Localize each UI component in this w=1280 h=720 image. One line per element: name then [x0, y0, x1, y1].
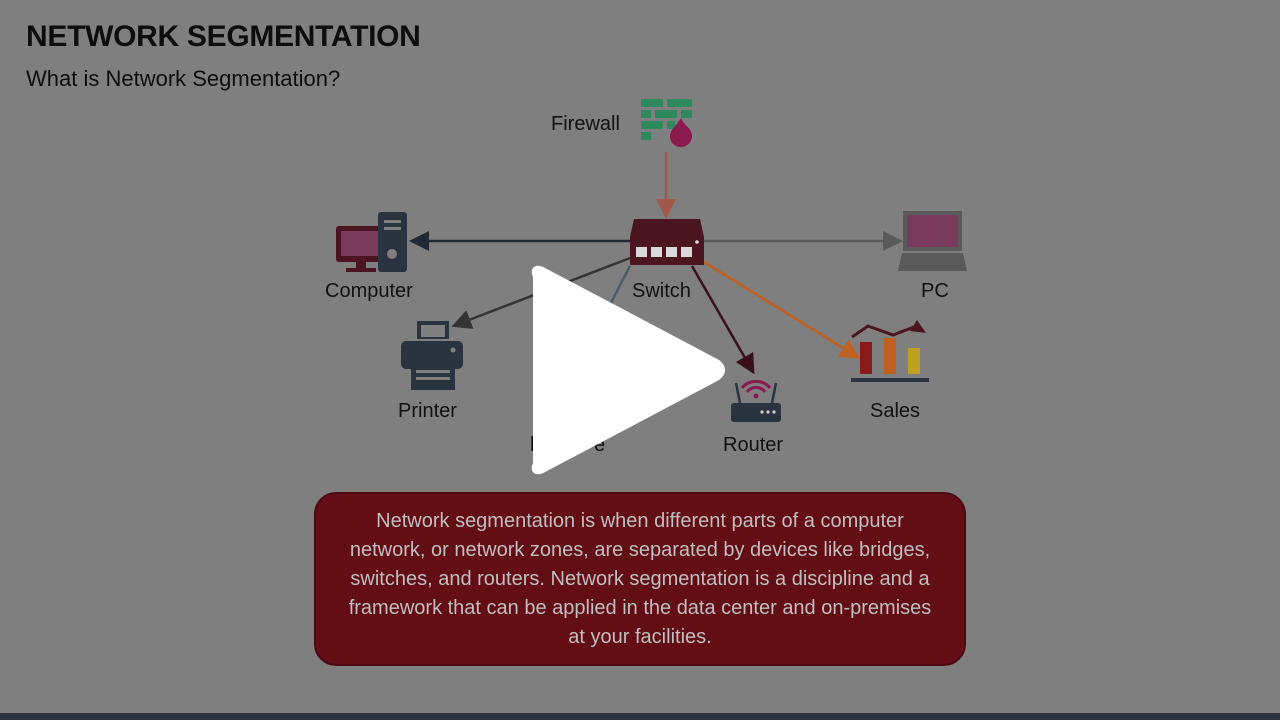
sales-chart-icon: [851, 320, 929, 382]
play-button[interactable]: [510, 260, 740, 490]
router-icon: [731, 379, 781, 422]
slide-subtitle: What is Network Segmentation?: [26, 66, 341, 91]
router-label: Router: [723, 434, 784, 456]
pc-label: PC: [921, 280, 949, 302]
arrow-switch-to-sales: [703, 260, 861, 359]
switch-icon: [630, 219, 704, 265]
description-box: Network segmentation is when different p…: [314, 492, 966, 666]
printer-label: Printer: [398, 400, 457, 422]
firewall-label: Firewall: [551, 113, 620, 135]
pc-icon: [898, 211, 967, 271]
partial-label-right: e: [594, 434, 606, 456]
printer-icon: [401, 321, 463, 390]
switch-label: Switch: [632, 280, 691, 302]
computer-icon: [336, 212, 407, 272]
sales-label: Sales: [870, 400, 921, 422]
arrow-switch-to-router: [690, 265, 755, 375]
partial-label-left: l: [530, 434, 535, 456]
play-icon[interactable]: [531, 265, 725, 475]
computer-label: Computer: [325, 280, 413, 302]
firewall-icon: [641, 99, 692, 147]
description-text: Network segmentation is when different p…: [348, 509, 932, 648]
slide-title: NETWORK SEGMENTATION: [26, 20, 421, 53]
bottom-bar: [0, 713, 1280, 720]
